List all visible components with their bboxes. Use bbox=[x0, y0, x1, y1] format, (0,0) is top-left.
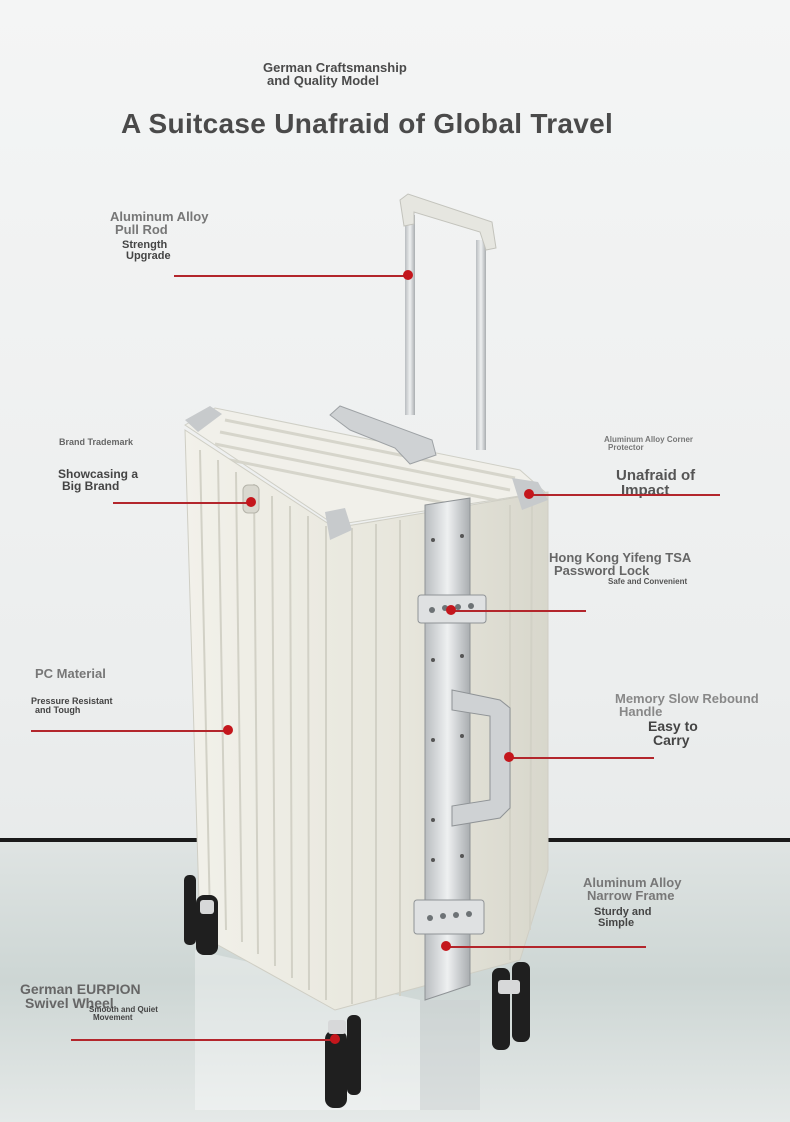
page-title: A Suitcase Unafraid of Global Travel bbox=[121, 108, 614, 139]
feature-handle-title: Memory Slow Rebound Handle bbox=[615, 691, 759, 719]
feature-pull-rod-sub: Strength Upgrade bbox=[122, 239, 171, 262]
marker-frame bbox=[441, 941, 451, 951]
feature-wheel-sub: Smooth and Quiet Movement bbox=[89, 1005, 158, 1022]
feature-material-title: PC Material bbox=[35, 666, 106, 681]
marker-lock bbox=[446, 605, 456, 615]
leader-line-pull-rod bbox=[174, 275, 410, 277]
leader-line-corner bbox=[528, 494, 720, 496]
marker-wheel bbox=[330, 1034, 340, 1044]
marker-handle bbox=[504, 752, 514, 762]
marker-corner bbox=[524, 489, 534, 499]
feature-handle-sub: Easy to Carry bbox=[648, 718, 698, 748]
marker-material bbox=[223, 725, 233, 735]
feature-material-sub: Pressure Resistant and Tough bbox=[31, 696, 113, 715]
leader-line-brand bbox=[113, 502, 251, 504]
feature-lock-sub: Safe and Convenient bbox=[608, 577, 688, 586]
leader-line-lock bbox=[452, 610, 586, 612]
feature-brand-title: Brand Trademark bbox=[59, 437, 134, 447]
leader-line-frame bbox=[446, 946, 646, 948]
marker-brand bbox=[246, 497, 256, 507]
marker-pull-rod bbox=[403, 270, 413, 280]
leader-line-wheel bbox=[71, 1039, 339, 1041]
feature-frame-sub: Sturdy and Simple bbox=[594, 906, 652, 929]
leader-line-material bbox=[31, 730, 229, 732]
feature-pull-rod-title: Aluminum Alloy Pull Rod bbox=[110, 209, 209, 237]
header-subtitle: German Craftsmanship and Quality Model bbox=[263, 60, 407, 88]
leader-line-handle bbox=[508, 757, 654, 759]
feature-frame-title: Aluminum Alloy Narrow Frame bbox=[583, 875, 682, 903]
feature-lock-title: Hong Kong Yifeng TSA Password Lock bbox=[549, 550, 692, 578]
feature-wheel-title: German EURPION Swivel Wheel bbox=[20, 981, 141, 1011]
feature-brand-sub: Showcasing a Big Brand bbox=[58, 467, 139, 493]
feature-corner-title: Aluminum Alloy Corner Protector bbox=[604, 435, 694, 452]
